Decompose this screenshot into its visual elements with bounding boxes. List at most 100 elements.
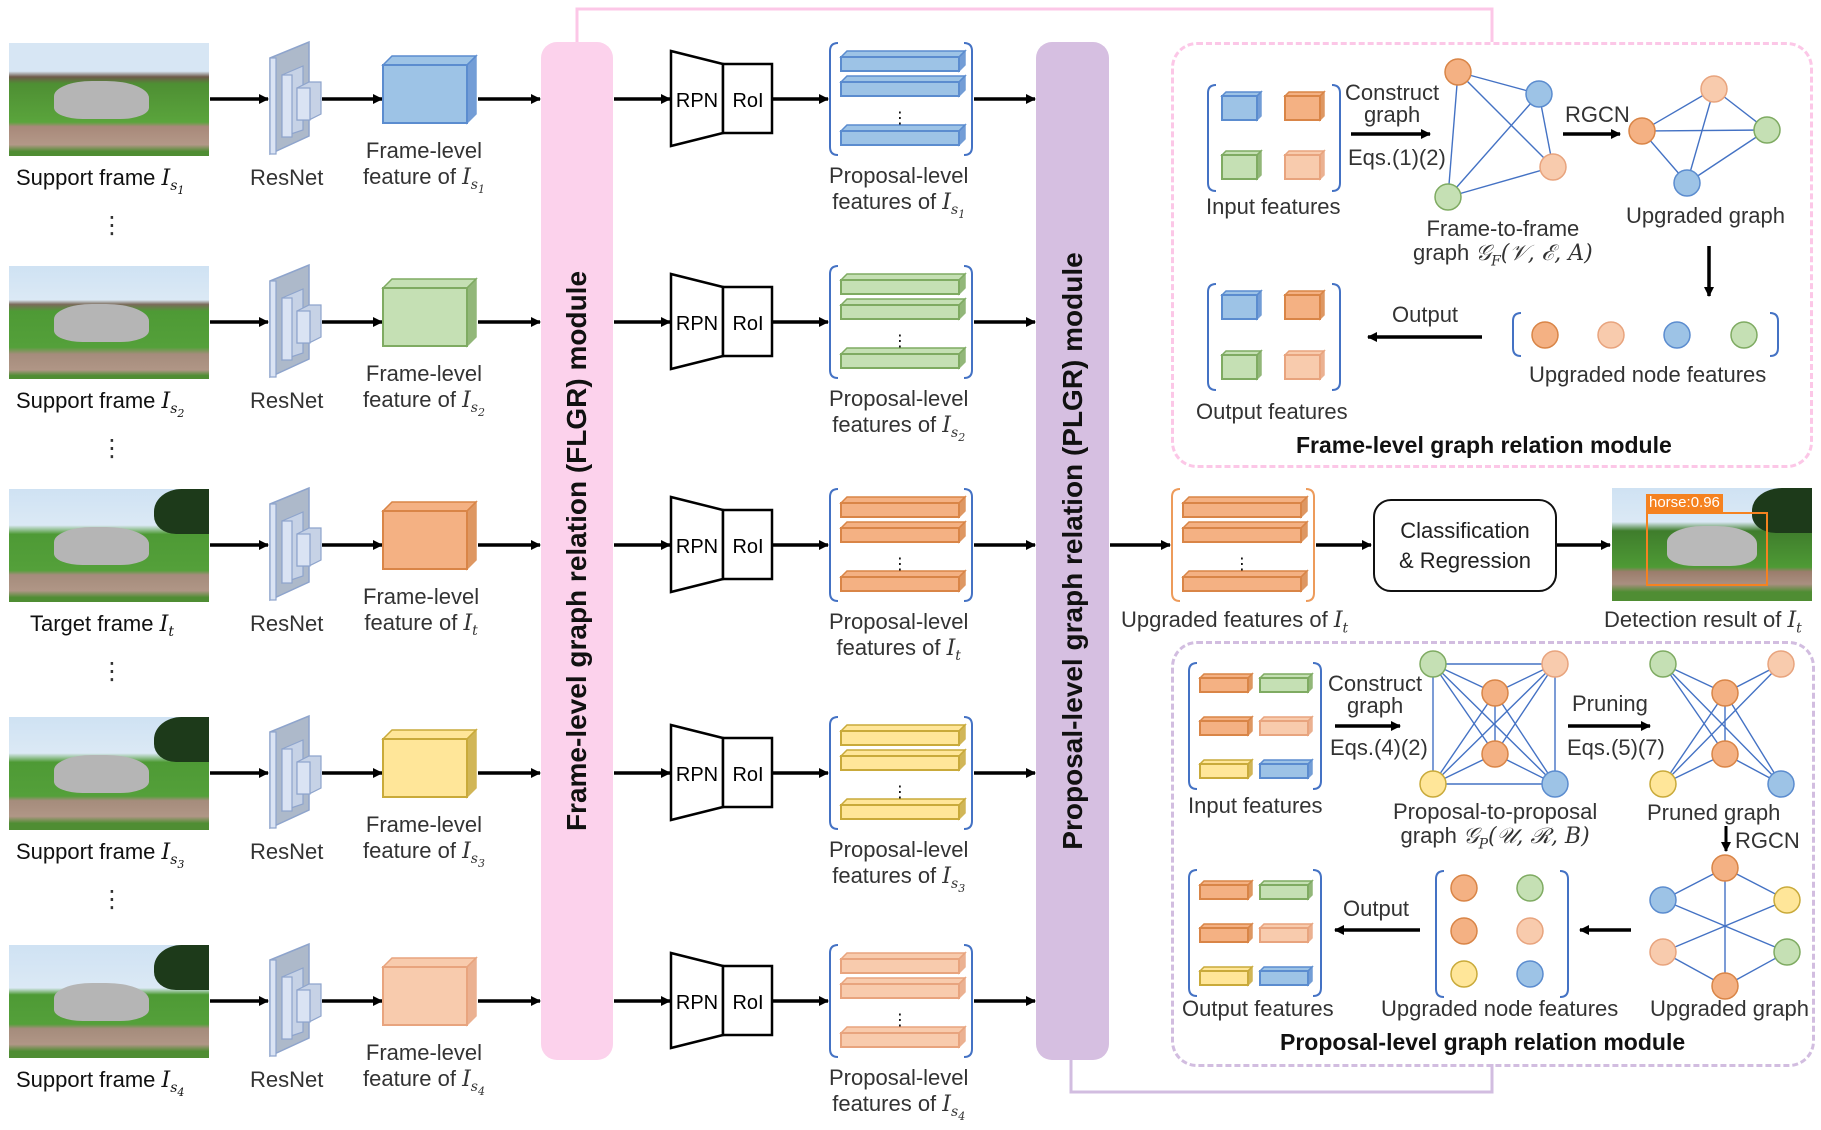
graph-edge <box>1724 692 1782 785</box>
tree-silhouette <box>1752 488 1812 533</box>
text: feature of <box>364 610 464 635</box>
rpn-label: RPN <box>676 313 718 335</box>
graph-node-orange <box>1531 321 1559 349</box>
plg-nodes-bracket-left <box>1435 870 1445 998</box>
graph-edge <box>1641 129 1768 132</box>
flg-input-peach <box>1283 149 1326 181</box>
cuboid-front <box>1259 970 1309 986</box>
horse-silhouette <box>54 755 149 793</box>
frame-sub: t <box>168 624 174 640</box>
proposal-ellipsis: ⋮ <box>892 110 908 127</box>
flg-output-green <box>1220 349 1263 381</box>
sub: s2 <box>471 400 485 419</box>
proposal-bracket-right <box>963 944 973 1058</box>
proposal-line-2: features of Is2 <box>829 412 968 451</box>
flg-input-green <box>1220 149 1263 181</box>
graph-edge <box>1457 71 1554 168</box>
frame-var: I <box>161 389 171 414</box>
resnet-layer-front-face <box>296 533 311 567</box>
frame-level-feature-box <box>381 956 478 1027</box>
text: feature of <box>363 387 463 412</box>
tree-silhouette <box>154 945 209 990</box>
cuboid-front <box>840 130 960 146</box>
plg-input-yellow <box>1198 758 1254 780</box>
text: features of <box>832 863 943 888</box>
graph-edge <box>1432 663 1556 785</box>
sub-letter: s <box>170 852 178 869</box>
cuboid-front <box>1284 154 1321 180</box>
frame-sub: s1 <box>170 178 184 197</box>
graph-edge <box>1662 663 1782 785</box>
frame-level-module-box <box>1171 42 1813 468</box>
graph-node-green <box>1419 650 1447 678</box>
cuboid-front <box>840 730 960 746</box>
upgraded-features-bracket-left <box>1171 488 1181 602</box>
graph-node-yellow <box>1649 770 1677 798</box>
plg-output-yellow <box>1198 965 1254 987</box>
rpn-label: RPN <box>676 90 718 112</box>
var: I <box>942 864 951 889</box>
flg-output-bracket-right <box>1331 283 1341 391</box>
proposal-line-2: features of Is3 <box>829 863 968 902</box>
graph-edge <box>1686 88 1715 184</box>
plg-output-orange <box>1198 922 1254 944</box>
frame-label: Support frame Is3 <box>16 839 184 878</box>
proposal-feature-bar <box>839 123 967 147</box>
roi-block <box>721 964 774 1037</box>
sub: t <box>472 623 478 639</box>
row-ellipsis: ⋮ <box>100 886 124 913</box>
horse-silhouette <box>54 81 149 119</box>
graph-node-blue <box>1541 770 1569 798</box>
text: features of <box>832 412 943 437</box>
plg-pruning-label: Pruning <box>1572 691 1648 716</box>
proposal-line-1: Proposal-level <box>829 163 969 188</box>
graph-edge <box>1432 663 1496 755</box>
tree-silhouette <box>154 717 209 762</box>
plg-input-features-label: Input features <box>1188 793 1323 818</box>
graph-edge <box>1494 692 1556 785</box>
var: I <box>942 190 951 215</box>
proposal-feature-bar <box>839 520 967 544</box>
cuboid-front <box>382 510 468 570</box>
cuboid-front <box>382 287 468 347</box>
tree-silhouette <box>154 489 209 534</box>
graph-edge <box>1686 129 1768 184</box>
sub-index: 4 <box>477 1085 485 1099</box>
graph-node-peach <box>1649 938 1677 966</box>
upgraded-ellipsis: ⋮ <box>1234 556 1250 573</box>
resnet-layer-edge <box>269 57 277 155</box>
row-ellipsis: ⋮ <box>100 212 124 239</box>
cuboid-top <box>381 729 478 740</box>
resnet-layer-front-face <box>296 310 311 344</box>
roi-block <box>721 285 774 358</box>
plg-eqs-label: Eqs.(4)(2) <box>1330 735 1428 760</box>
frame-label-text: Support frame <box>16 1067 162 1092</box>
resnet-label: ResNet <box>250 1067 324 1092</box>
flg-construct-label: Construct graph <box>1345 80 1440 127</box>
plg-input-blue <box>1258 758 1314 780</box>
frame-level-feature-box <box>381 728 478 799</box>
flg-output-blue <box>1220 289 1263 321</box>
graph-edge <box>1457 71 1540 95</box>
sub-letter: s <box>951 202 959 219</box>
sub-index: 4 <box>958 1110 966 1124</box>
upgraded-feature-bar <box>1181 520 1309 544</box>
rpn-label: RPN <box>676 764 718 786</box>
graph-edge <box>1447 71 1459 198</box>
resnet-layer-front-face <box>296 989 311 1023</box>
cuboid-front <box>382 966 468 1026</box>
sub-letter: s <box>470 177 478 194</box>
graph-edge <box>1662 899 1788 953</box>
input-frame-image <box>9 717 209 830</box>
sub-letter: s <box>170 178 178 195</box>
sub-letter: s <box>170 1080 178 1097</box>
plg-output-features-label: Output features <box>1182 996 1334 1021</box>
cuboid-top <box>381 55 478 66</box>
frame-level-feature-box <box>381 500 478 571</box>
